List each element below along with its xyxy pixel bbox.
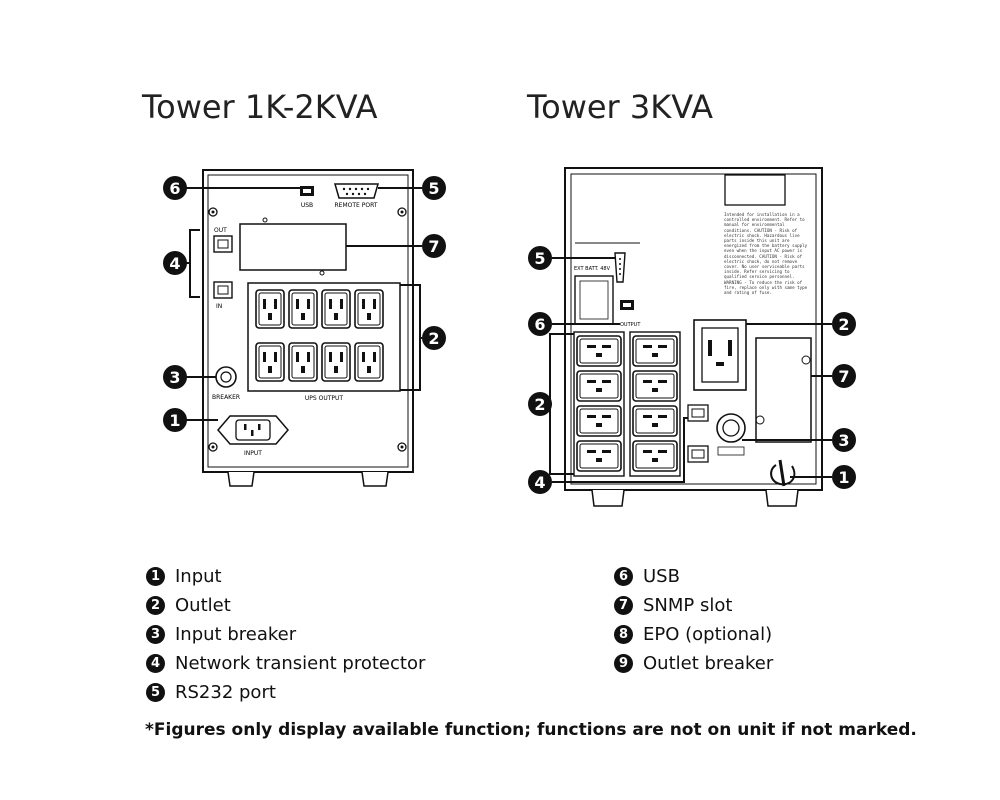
callout-2: 2 [428,329,439,348]
legend-badge: 4 [146,654,165,673]
title-tower-1k-2kva: Tower 1K-2KVA [142,88,378,126]
callout-7-right: 7 [838,367,849,386]
callout-6-right: 6 [534,315,545,334]
callout-3: 3 [169,368,180,387]
callout-badge-4 [163,251,187,275]
callout-7: 7 [428,237,439,256]
legend-item-epo: 8 EPO (optional) [614,620,773,649]
right-callouts: 5 6 2 4 2 7 3 1 [528,246,856,494]
legend-label: Input breaker [175,624,297,645]
legend-badge: 6 [614,567,633,586]
left-callouts: 6 5 4 7 2 3 1 [163,176,446,432]
callout-badge-1 [163,408,187,432]
callout-badge-2-right [528,392,552,416]
legend-item-input: 1 Input [146,562,425,591]
legend-badge: 1 [146,567,165,586]
remote-port-label: REMOTE PORT [335,202,378,209]
legend-badge: 7 [614,596,633,615]
legend-badge: 9 [614,654,633,673]
callout-2b-right: 2 [838,315,849,334]
in-label: IN [216,303,222,310]
legend-badge: 3 [146,625,165,644]
callout-5-right: 5 [534,249,545,268]
legend-badge: 5 [146,683,165,702]
footnote: *Figures only display available function… [145,720,917,740]
legend-label: Outlet [175,595,231,616]
legend-left-column: 1 Input 2 Outlet 3 Input breaker 4 Network t… [146,562,425,707]
legend-item-input-breaker: 3 Input breaker [146,620,425,649]
callout-badge-5 [422,176,446,200]
legend-item-outlet: 2 Outlet [146,591,425,620]
legend-item-snmp: 7 SNMP slot [614,591,773,620]
legend-item-network-protector: 4 Network transient protector [146,649,425,678]
legend-label: EPO (optional) [643,624,773,645]
right-ups-unit: Intended for installation in a controlle… [564,167,823,507]
callout-6: 6 [169,179,180,198]
legend-label: USB [643,566,680,587]
left-callout-leaders [176,187,422,421]
legend-item-usb: 6 USB [614,562,773,591]
title-tower-3kva: Tower 3KVA [527,88,713,126]
callout-1: 1 [169,411,180,430]
legend-label: SNMP slot [643,595,733,616]
callout-badge-2 [422,326,446,350]
callout-badge-6 [163,176,187,200]
legend-label: RS232 port [175,682,276,703]
legend-badge: 8 [614,625,633,644]
callout-4: 4 [169,254,180,273]
callout-badge-3 [163,365,187,389]
ext-batt-label: EXT BATT. 48V [574,266,611,272]
legend-item-outlet-breaker: 9 Outlet breaker [614,649,773,678]
callout-badge-7-right [832,364,856,388]
legend-item-rs232: 5 RS232 port [146,678,425,707]
callout-badge-3-right [832,428,856,452]
callout-5: 5 [428,179,439,198]
output-label: OUTPUT [620,322,641,328]
callout-1-right: 1 [838,468,849,487]
input-label: INPUT [244,450,262,457]
left-ups-unit: USB REMOTE PORT OUT IN UPS OUTPUT BREAKE… [202,169,414,487]
warning-label-text: Intended for installation in a controlle… [724,212,808,296]
callout-2-right: 2 [534,395,545,414]
usb-port-label: USB [301,202,313,209]
callout-badge-7 [422,234,446,258]
callout-badge-4-right [528,470,552,494]
callout-badge-2b-right [832,312,856,336]
callout-4-right: 4 [534,473,545,492]
legend-label: Input [175,566,222,587]
legend-badge: 2 [146,596,165,615]
callout-badge-6-right [528,312,552,336]
breaker-label: BREAKER [212,394,240,401]
ups-output-label: UPS OUTPUT [305,395,344,402]
callout-badge-1-right [832,465,856,489]
legend-label: Network transient protector [175,653,426,674]
out-label: OUT [214,227,227,234]
legend-right-column: 6 USB 7 SNMP slot 8 EPO (optional) 9 Outlet … [614,562,773,678]
callout-3-right: 3 [838,431,849,450]
legend-label: Outlet breaker [643,653,774,674]
callout-badge-5-right [528,246,552,270]
